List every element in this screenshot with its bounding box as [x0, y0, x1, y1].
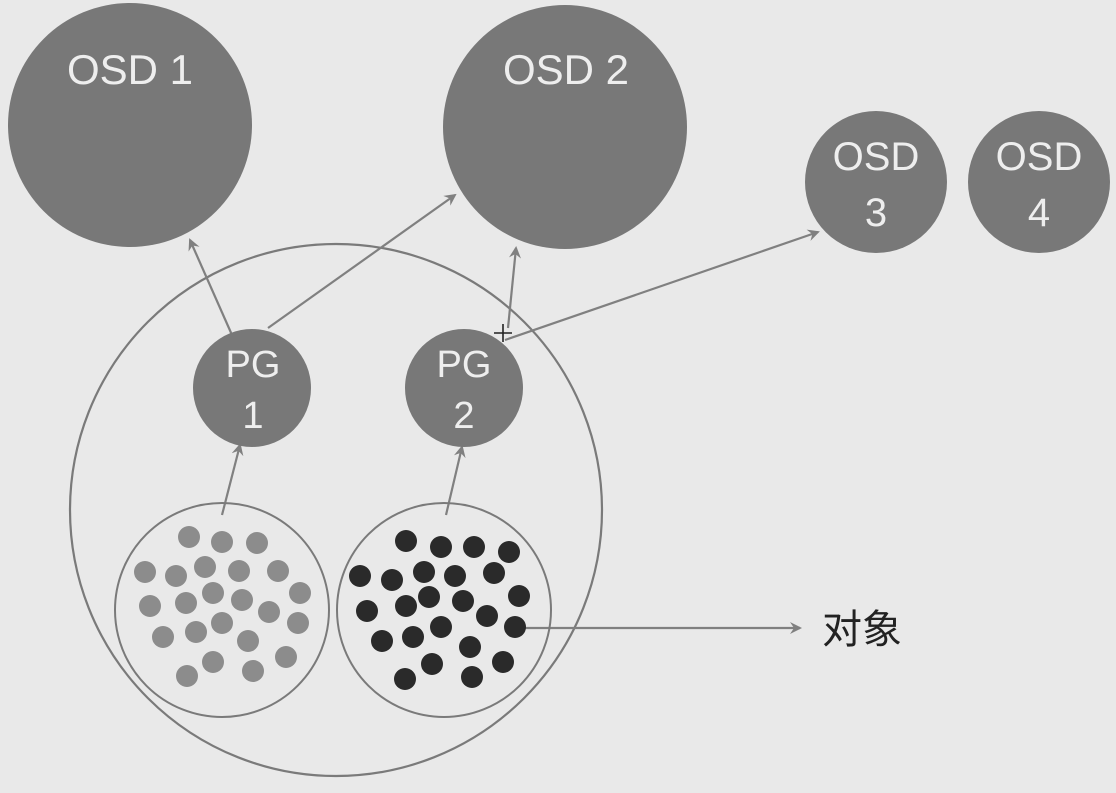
object-group-2	[336, 502, 552, 718]
object-dot	[452, 590, 474, 612]
cursor-crosshair-icon	[494, 324, 512, 342]
object-dot	[483, 562, 505, 584]
object-dot	[356, 600, 378, 622]
object-dot	[176, 665, 198, 687]
object-dot	[371, 630, 393, 652]
object-dot	[413, 561, 435, 583]
pg-node-2: PG 2	[405, 329, 523, 447]
osd-node-3: OSD 3	[805, 111, 947, 253]
object-dot	[421, 653, 443, 675]
edge-pg2-to-osd3	[504, 229, 820, 342]
object-dot	[444, 565, 466, 587]
object-dot	[381, 569, 403, 591]
object-dot	[165, 565, 187, 587]
object-dot	[498, 541, 520, 563]
object-dot	[459, 636, 481, 658]
object-dot	[275, 646, 297, 668]
object-dot	[175, 592, 197, 614]
osd-node-3-label-line2: 3	[865, 191, 887, 235]
object-dot	[402, 626, 424, 648]
object-dot	[463, 536, 485, 558]
object-dot	[395, 595, 417, 617]
object-dot	[287, 612, 309, 634]
pg-node-1: PG 1	[193, 329, 311, 447]
object-dot	[202, 651, 224, 673]
object-dot	[394, 668, 416, 690]
object-dot	[211, 612, 233, 634]
osd-node-4-label-line1: OSD	[996, 135, 1083, 179]
object-dots-dark	[349, 530, 530, 690]
pg-node-1-label-line1: PG	[226, 344, 281, 386]
osd-node-4: OSD 4	[968, 111, 1110, 253]
object-dot	[430, 616, 452, 638]
object-dot	[185, 621, 207, 643]
object-dot	[242, 660, 264, 682]
object-dot	[508, 585, 530, 607]
edge-pg1-to-osd2	[267, 193, 457, 329]
object-label: 对象	[822, 608, 902, 652]
object-dot	[258, 601, 280, 623]
edge-pg2-to-osd2	[506, 246, 521, 329]
object-dot	[289, 582, 311, 604]
osd-node-4-label-line2: 4	[1028, 191, 1050, 235]
osd-node-2-label: OSD 2	[503, 46, 629, 93]
pg-node-2-label-line2: 2	[453, 395, 474, 437]
object-dot	[349, 565, 371, 587]
object-dot	[178, 526, 200, 548]
object-dot	[194, 556, 216, 578]
object-dots-light	[134, 526, 311, 687]
object-dot	[492, 651, 514, 673]
object-dot	[237, 630, 259, 652]
osd-node-3-label-line1: OSD	[833, 135, 920, 179]
pg-node-1-label-line2: 1	[242, 395, 263, 437]
object-dot	[139, 595, 161, 617]
osd-node-1-label: OSD 1	[67, 46, 193, 93]
osd-node-1: OSD 1	[8, 3, 252, 247]
object-dot	[430, 536, 452, 558]
object-dot	[134, 561, 156, 583]
object-dot	[152, 626, 174, 648]
pool-boundary	[68, 242, 604, 778]
object-dot	[231, 589, 253, 611]
object-dot	[504, 616, 526, 638]
object-dot	[228, 560, 250, 582]
object-dot	[246, 532, 268, 554]
object-dot	[476, 605, 498, 627]
object-group-1	[114, 502, 330, 718]
object-dot	[461, 666, 483, 688]
edge-pg1-to-osd1	[188, 238, 234, 336]
osd-node-2: OSD 2	[443, 5, 687, 249]
object-dot	[418, 586, 440, 608]
object-dot	[202, 582, 224, 604]
object-dot	[267, 560, 289, 582]
object-dot	[211, 531, 233, 553]
object-dot	[395, 530, 417, 552]
pg-node-2-label-line1: PG	[437, 344, 492, 386]
